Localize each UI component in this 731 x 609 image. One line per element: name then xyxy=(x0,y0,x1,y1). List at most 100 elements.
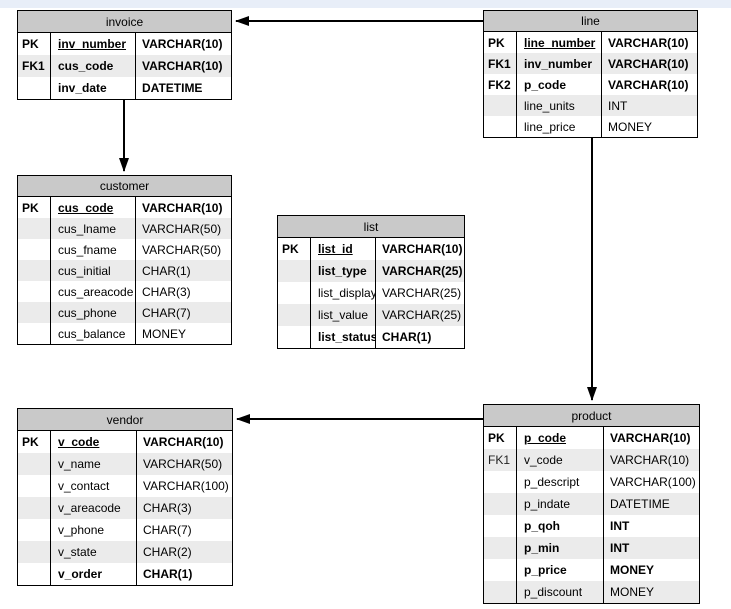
table-row: list_type VARCHAR(25) xyxy=(278,260,464,282)
row-type: VARCHAR(10) xyxy=(382,242,463,256)
row-type: VARCHAR(10) xyxy=(608,77,689,92)
table-row: v_contact VARCHAR(100) xyxy=(18,475,232,497)
row-name: v_contact xyxy=(51,475,137,497)
row-type: DATETIME xyxy=(610,497,670,511)
row-type: CHAR(2) xyxy=(143,545,192,559)
row-key xyxy=(18,563,51,585)
table-row: PK p_code VARCHAR(10) xyxy=(484,427,699,449)
row-key xyxy=(484,559,517,581)
row-key xyxy=(278,326,311,348)
row-key: PK xyxy=(18,431,51,453)
row-type: VARCHAR(25) xyxy=(382,308,462,322)
entity-table-invoice: invoice PK inv_number VARCHAR(10) FK1 cu… xyxy=(17,10,232,100)
table-row: cus_lname VARCHAR(50) xyxy=(18,218,231,239)
row-key xyxy=(18,260,51,281)
row-key xyxy=(18,302,51,323)
row-name: p_discount xyxy=(517,581,604,603)
row-name: line_price xyxy=(517,116,602,137)
row-name: line_units xyxy=(517,95,602,116)
row-key: FK1 xyxy=(484,449,517,471)
row-name: list_id xyxy=(311,238,376,260)
row-key xyxy=(18,239,51,260)
row-name: cus_areacode xyxy=(51,281,136,302)
row-key xyxy=(484,515,517,537)
row-type: MONEY xyxy=(610,563,655,577)
table-row: PK cus_code VARCHAR(10) xyxy=(18,197,231,218)
table-row: v_order CHAR(1) xyxy=(18,563,232,585)
row-key xyxy=(484,537,517,559)
row-type: MONEY xyxy=(142,326,187,341)
table-row: p_qoh INT xyxy=(484,515,699,537)
row-key xyxy=(484,493,517,515)
row-key: PK xyxy=(484,32,517,53)
row-key: FK2 xyxy=(484,74,517,95)
table-title: invoice xyxy=(18,11,231,33)
table-row: v_phone CHAR(7) xyxy=(18,519,232,541)
table-row: v_areacode CHAR(3) xyxy=(18,497,232,519)
row-type: VARCHAR(50) xyxy=(142,242,222,257)
row-key xyxy=(484,581,517,603)
table-row: p_descript VARCHAR(100) xyxy=(484,471,699,493)
row-type: VARCHAR(10) xyxy=(608,56,689,71)
row-key: PK xyxy=(484,427,517,449)
table-row: FK2 p_code VARCHAR(10) xyxy=(484,74,697,95)
table-row: PK inv_number VARCHAR(10) xyxy=(18,33,231,55)
row-name: list_type xyxy=(311,260,376,282)
entity-table-line: line PK line_number VARCHAR(10) FK1 inv_… xyxy=(483,10,698,138)
row-type: CHAR(3) xyxy=(142,284,191,299)
table-title: list xyxy=(278,216,464,238)
table-row: FK1 inv_number VARCHAR(10) xyxy=(484,53,697,74)
table-row: cus_balance MONEY xyxy=(18,323,231,344)
table-row: p_min INT xyxy=(484,537,699,559)
row-key: FK1 xyxy=(18,55,51,77)
row-name: v_order xyxy=(51,563,137,585)
table-row: FK1 v_code VARCHAR(10) xyxy=(484,449,699,471)
row-type: CHAR(3) xyxy=(143,501,192,515)
row-name: v_areacode xyxy=(51,497,137,519)
table-title: customer xyxy=(18,176,231,197)
row-name: v_name xyxy=(51,453,137,475)
entity-table-product: product PK p_code VARCHAR(10) FK1 v_code… xyxy=(483,404,700,604)
entity-table-vendor: vendor PK v_code VARCHAR(10) v_name VARC… xyxy=(17,408,233,586)
row-name: p_qoh xyxy=(517,515,604,537)
row-type: INT xyxy=(608,98,628,113)
entity-table-customer: customer PK cus_code VARCHAR(10) cus_lna… xyxy=(17,175,232,345)
table-row: cus_initial CHAR(1) xyxy=(18,260,231,281)
table-row: v_state CHAR(2) xyxy=(18,541,232,563)
row-name: list_display xyxy=(311,282,376,304)
row-name: p_code xyxy=(517,427,604,449)
row-name: v_state xyxy=(51,541,137,563)
row-name: v_phone xyxy=(51,519,137,541)
row-type: CHAR(1) xyxy=(382,330,432,344)
top-accent-bar xyxy=(0,0,731,8)
table-title: product xyxy=(484,405,699,427)
row-name: line_number xyxy=(517,32,602,53)
row-type: VARCHAR(10) xyxy=(610,453,690,467)
row-name: p_price xyxy=(517,559,604,581)
row-name: cus_initial xyxy=(51,260,136,281)
row-key xyxy=(18,323,51,344)
row-name: cus_fname xyxy=(51,239,136,260)
table-row: line_price MONEY xyxy=(484,116,697,137)
row-name: inv_date xyxy=(51,77,136,99)
row-type: VARCHAR(100) xyxy=(143,479,229,493)
row-type: VARCHAR(10) xyxy=(142,200,223,215)
row-key xyxy=(484,471,517,493)
row-type: VARCHAR(50) xyxy=(143,457,223,471)
table-row: list_status CHAR(1) xyxy=(278,326,464,348)
row-key: PK xyxy=(18,197,51,218)
row-type: VARCHAR(25) xyxy=(382,286,462,300)
row-type: INT xyxy=(610,519,630,533)
row-name: cus_balance xyxy=(51,323,136,344)
row-type: VARCHAR(10) xyxy=(142,37,223,51)
row-name: list_status xyxy=(311,326,376,348)
row-name: p_indate xyxy=(517,493,604,515)
table-row: inv_date DATETIME xyxy=(18,77,231,99)
row-type: CHAR(1) xyxy=(143,567,193,581)
row-key: PK xyxy=(18,33,51,55)
row-type: CHAR(7) xyxy=(143,523,192,537)
row-type: VARCHAR(10) xyxy=(142,59,223,73)
row-type: MONEY xyxy=(610,585,655,599)
row-key xyxy=(278,260,311,282)
row-key xyxy=(484,116,517,137)
